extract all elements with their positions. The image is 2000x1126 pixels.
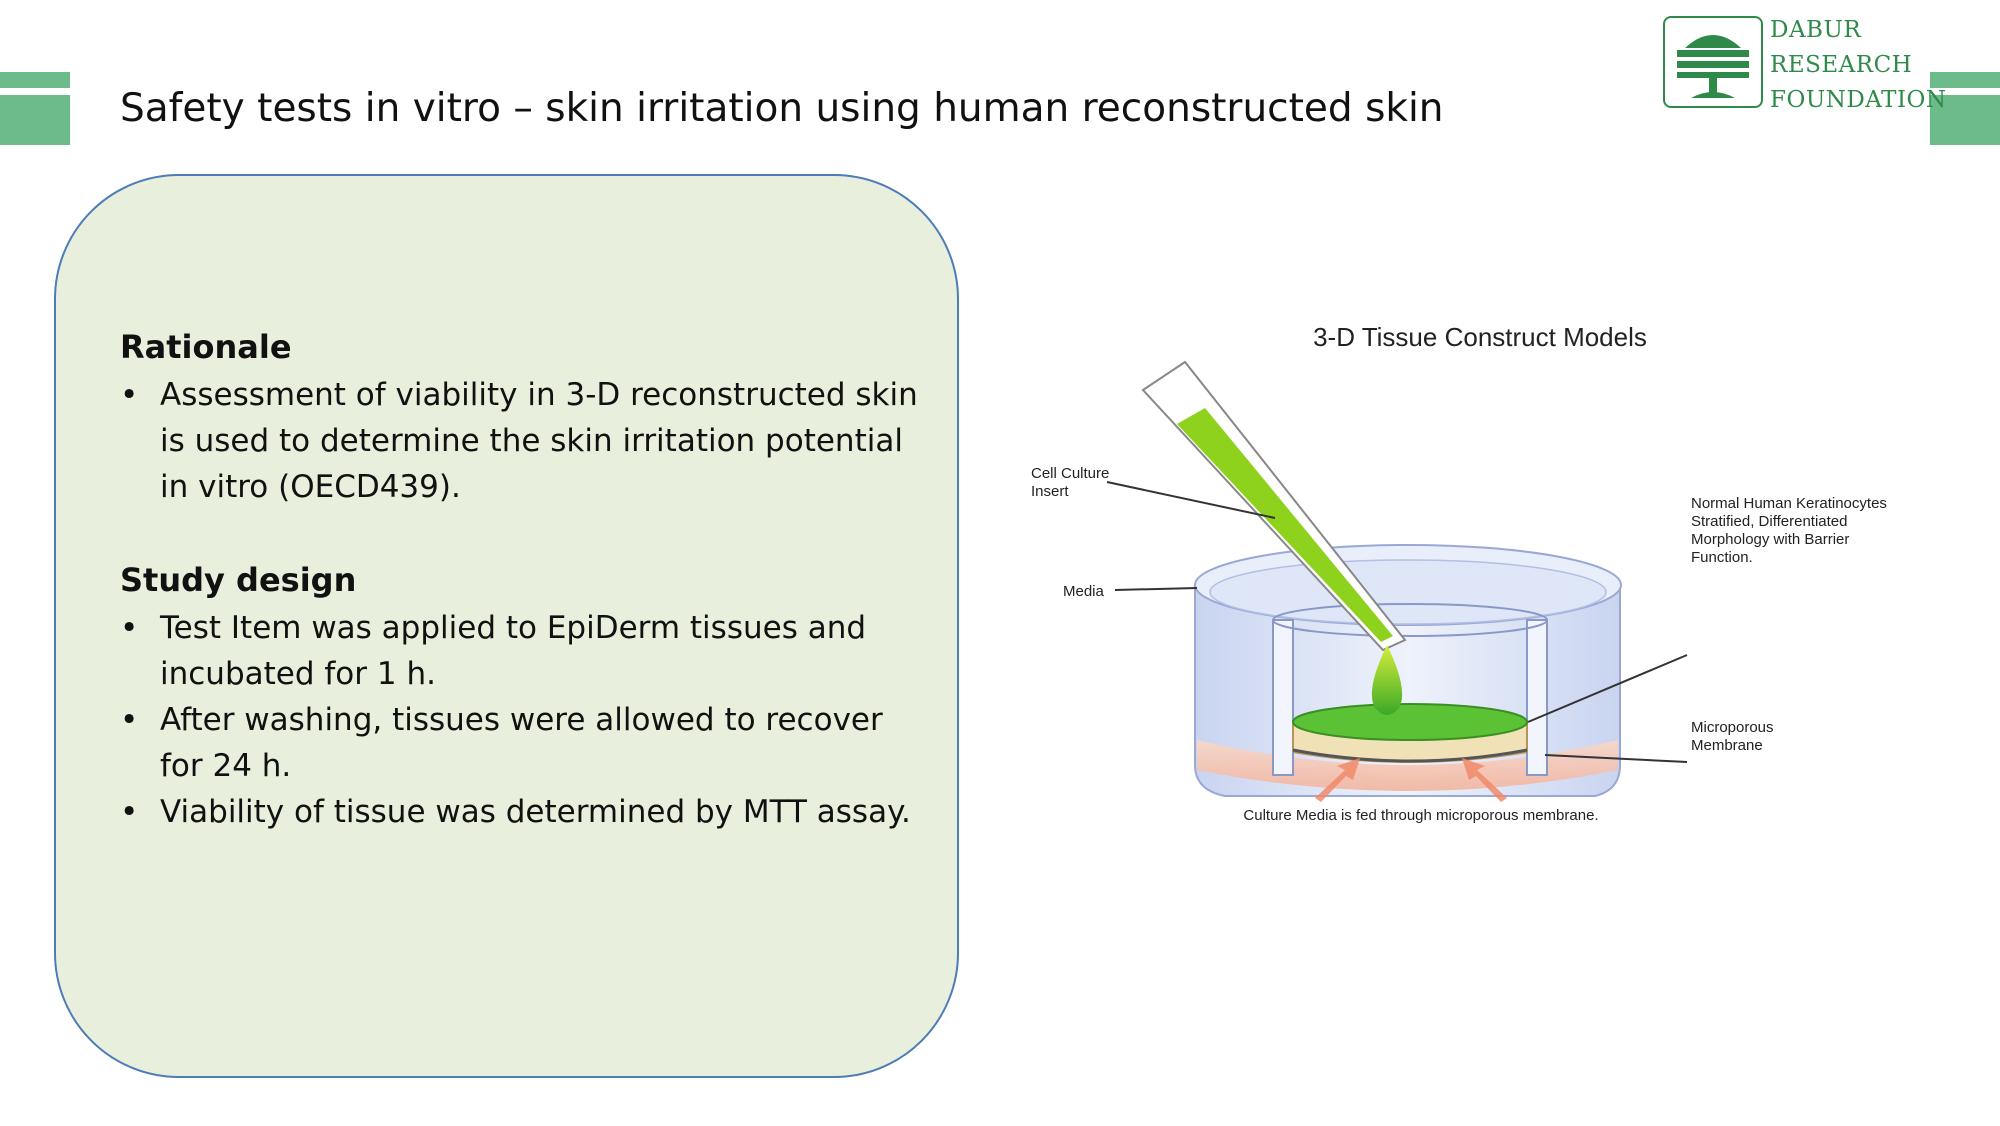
membrane-label-line-1: Microporous xyxy=(1691,719,1774,736)
right-decor-bar-bottom xyxy=(1930,95,2000,145)
insert-label-line-1: Cell Culture xyxy=(1031,465,1109,482)
membrane-leader-line xyxy=(1544,754,1688,763)
media-label: Media xyxy=(1063,583,1105,600)
rationale-heading: Rationale xyxy=(120,328,292,366)
list-item: • Test Item was applied to EpiDerm tissu… xyxy=(120,605,920,697)
bullet-icon: • xyxy=(120,702,139,738)
left-decor-bar-top xyxy=(0,72,70,88)
media-leader-line xyxy=(1114,587,1198,591)
logo-wordmark: DABUR RESEARCH FOUNDATION xyxy=(1770,13,1947,118)
logo-line-1: DABUR xyxy=(1770,17,1862,43)
logo-line-2: RESEARCH xyxy=(1770,52,1913,78)
arrow-up-right xyxy=(1462,758,1507,802)
logo-emblem xyxy=(1663,16,1763,108)
list-item: • After washing, tissues were allowed to… xyxy=(120,697,920,789)
bullet-text: Assessment of viability in 3-D reconstru… xyxy=(160,377,918,505)
cells-label-line-3: Morphology with Barrier xyxy=(1691,531,1849,548)
cells-leader-line xyxy=(1527,654,1688,723)
dabur-logo: DABUR RESEARCH FOUNDATION xyxy=(1663,13,1946,113)
diagram-title: 3-D Tissue Construct Models xyxy=(1313,322,1647,352)
right-decor-bar-top xyxy=(1930,72,2000,88)
bullet-text: After washing, tissues were allowed to r… xyxy=(160,702,883,784)
tree-icon xyxy=(1677,35,1749,98)
insert-leader-line xyxy=(1106,481,1276,519)
cells-label-line-4: Function. xyxy=(1691,549,1753,566)
cells-label-line-1: Normal Human Keratinocytes xyxy=(1691,495,1887,512)
bullet-icon: • xyxy=(120,377,139,413)
tissue-construct-diagram: 3-D Tissue Construct Models Cell xyxy=(1015,320,1935,840)
slide-title: Safety tests in vitro – skin irritation … xyxy=(120,86,1444,131)
study-design-heading: Study design xyxy=(120,561,357,599)
arrow-up-left xyxy=(1315,758,1360,802)
rationale-list: • Assessment of viability in 3-D reconst… xyxy=(120,372,920,510)
bullet-text: Viability of tissue was determined by MT… xyxy=(160,794,911,830)
diagram-svg: 3-D Tissue Construct Models Cell xyxy=(1031,322,1887,824)
study-design-list: • Test Item was applied to EpiDerm tissu… xyxy=(120,605,920,835)
study-design-section: Study design • Test Item was applied to … xyxy=(120,561,920,835)
logo-line-3: FOUNDATION xyxy=(1770,87,1947,113)
membrane-label-line-2: Membrane xyxy=(1691,737,1763,754)
list-item: • Viability of tissue was determined by … xyxy=(120,789,920,835)
bullet-icon: • xyxy=(120,794,139,830)
pipette-tip xyxy=(1141,360,1407,715)
list-item: • Assessment of viability in 3-D reconst… xyxy=(120,372,920,510)
rationale-section: Rationale • Assessment of viability in 3… xyxy=(120,328,920,510)
content-panel: Rationale • Assessment of viability in 3… xyxy=(54,174,959,1078)
insert-label-line-2: Insert xyxy=(1031,483,1069,500)
culture-insert xyxy=(1272,603,1548,776)
cells-label-line-2: Stratified, Differentiated xyxy=(1691,513,1847,530)
bullet-icon: • xyxy=(120,610,139,646)
left-decor-bar-bottom xyxy=(0,95,70,145)
diagram-caption: Culture Media is fed through microporous… xyxy=(1243,807,1598,824)
bullet-text: Test Item was applied to EpiDerm tissues… xyxy=(160,610,867,692)
